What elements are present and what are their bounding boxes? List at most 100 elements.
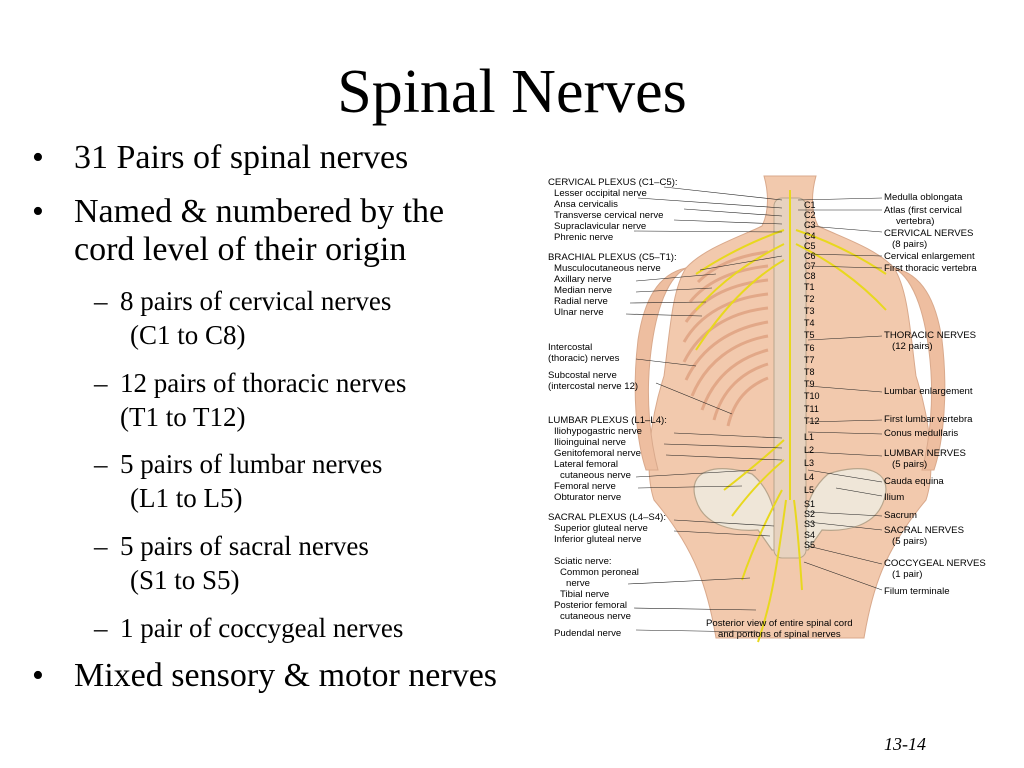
label-subcostal-2: (intercostal nerve 12)	[548, 381, 639, 392]
vertebra-label: C5	[804, 240, 816, 251]
label-pudendal: Pudendal nerve	[554, 628, 622, 639]
label-inferior-gluteal: Inferior gluteal nerve	[554, 534, 642, 545]
label-posterior-femoral-1: Posterior femoral	[554, 600, 628, 611]
vertebra-label: L2	[804, 445, 815, 456]
label-iliohypogastric: Iliohypogastric nerve	[554, 426, 642, 437]
ribs	[682, 250, 769, 427]
label-musculocutaneous: Musculocutaneous nerve	[554, 263, 661, 274]
spinal-nerves-illustration: CERVICAL PLEXUS (C1–C5): Lesser occipita…	[546, 170, 1006, 646]
label-filum-terminale: Filum terminale	[884, 586, 950, 597]
vertebra-label: C7	[804, 261, 816, 272]
figure-caption-line2: and portions of spinal nerves	[718, 629, 841, 640]
sub-bullet-item: – 5 pairs of lumbar nerves (L1 to L5)	[94, 447, 500, 515]
vertebra-label: T3	[804, 306, 815, 317]
vertebra-label: S3	[804, 519, 816, 530]
vertebra-label: L1	[804, 432, 815, 443]
dash-glyph: –	[94, 531, 108, 561]
label-lateral-femoral-2: cutaneous nerve	[560, 470, 631, 481]
vertebra-label: T7	[804, 354, 815, 365]
label-first-thoracic: First thoracic vertebra	[884, 263, 977, 274]
label-intercostal-1: Intercostal	[548, 342, 593, 353]
vertebra-label: T8	[804, 367, 815, 378]
label-first-lumbar: First lumbar vertebra	[884, 414, 973, 425]
vertebra-label: T9	[804, 379, 815, 390]
vertebra-label: S1	[804, 499, 816, 510]
slide-title: Spinal Nerves	[337, 58, 687, 126]
bullet-item: • 31 Pairs of spinal nerves	[32, 139, 574, 177]
sub-bullet-text: 8 pairs of cervical nerves	[120, 286, 392, 316]
label-axillary: Axillary nerve	[554, 274, 612, 285]
slide-number: 13-14	[884, 734, 926, 754]
label-intercostal-2: (thoracic) nerves	[548, 353, 620, 364]
label-lumbar-enlargement: Lumbar enlargement	[884, 386, 973, 397]
sub-bullet-text: 12 pairs of thoracic nerves	[120, 368, 407, 398]
label-lumbar-nerves-2: (5 pairs)	[892, 459, 928, 470]
label-lumbar-nerves-1: LUMBAR NERVES	[884, 448, 966, 459]
label-radial: Radial nerve	[554, 296, 608, 307]
vertebra-label: L4	[804, 471, 815, 482]
label-median: Median nerve	[554, 285, 613, 296]
sub-bullet-item: – 5 pairs of sacral nerves (S1 to S5)	[94, 529, 500, 597]
label-subcostal-1: Subcostal nerve	[548, 370, 617, 381]
left-arm	[634, 267, 687, 471]
bullet-text: cord level of their origin	[74, 231, 407, 268]
vertebra-label: T11	[804, 403, 819, 414]
sub-bullet-range: (L1 to L5)	[130, 483, 243, 513]
label-sacral-plexus: SACRAL PLEXUS (L4–S4):	[548, 512, 667, 523]
bullet-text: Named & numbered by the	[74, 193, 445, 230]
bullet-glyph: •	[32, 657, 44, 694]
sub-bullet-text: 1 pair of coccygeal nerves	[120, 613, 404, 643]
label-coccygeal-nerves-1: COCCYGEAL NERVES	[884, 558, 986, 569]
label-lumbar-plexus: LUMBAR PLEXUS (L1–L4):	[548, 415, 667, 426]
label-thoracic-nerves-1: THORACIC NERVES	[884, 330, 977, 341]
label-brachial-plexus: BRACHIAL PLEXUS (C5–T1):	[548, 252, 677, 263]
right-leader-lines	[797, 197, 883, 591]
bullet-item: • Named & numbered by the cord level of …	[32, 193, 574, 269]
label-cervical-nerves-1: CERVICAL NERVES	[884, 228, 974, 239]
vertebra-label: T10	[804, 391, 820, 402]
label-lateral-femoral-1: Lateral femoral	[554, 459, 618, 470]
label-cervical-nerves-2: (8 pairs)	[892, 239, 928, 250]
bullet-list: • 31 Pairs of spinal nerves • Named & nu…	[32, 139, 574, 694]
dash-glyph: –	[94, 449, 108, 479]
label-cervical-plexus: CERVICAL PLEXUS (C1–C5):	[548, 177, 678, 188]
label-sacral-nerves-2: (5 pairs)	[892, 536, 928, 547]
vertebra-label: T6	[804, 342, 815, 353]
vertebra-label: S5	[804, 539, 816, 550]
vertebra-label: T12	[804, 415, 820, 426]
vertebra-label: C6	[804, 251, 816, 262]
vertebra-label: C3	[804, 220, 816, 231]
label-common-peroneal-1: Common peroneal	[560, 567, 639, 578]
label-transverse-cervical: Transverse cervical nerve	[554, 210, 664, 221]
label-supraclavicular: Supraclavicular nerve	[554, 221, 647, 232]
right-arm	[893, 267, 946, 471]
pelvis	[693, 468, 887, 551]
vertebra-label: C8	[804, 271, 816, 282]
vertebra-label: T2	[804, 293, 815, 304]
label-common-peroneal-2: nerve	[566, 578, 590, 589]
label-medulla: Medulla oblongata	[884, 192, 963, 203]
vertebra-label-column: C1 C2 C3 C4 C5 C6 C7 C8 T1 T2 T3 T4 T5 T…	[804, 200, 820, 550]
sub-bullet-item: – 12 pairs of thoracic nerves (T1 to T12…	[94, 366, 500, 434]
label-sacral-nerves-1: SACRAL NERVES	[884, 525, 964, 536]
bullet-text: 31 Pairs of spinal nerves	[74, 139, 409, 176]
label-femoral: Femoral nerve	[554, 481, 616, 492]
label-superior-gluteal: Superior gluteal nerve	[554, 523, 648, 534]
label-ilium: Ilium	[884, 492, 905, 503]
label-ansa-cervicalis: Ansa cervicalis	[554, 199, 618, 210]
figure-caption-line1: Posterior view of entire spinal cord	[706, 618, 853, 629]
label-posterior-femoral-2: cutaneous nerve	[560, 611, 631, 622]
label-lesser-occipital: Lesser occipital nerve	[554, 188, 647, 199]
label-thoracic-nerves-2: (12 pairs)	[892, 341, 933, 352]
label-genitofemoral: Genitofemoral nerve	[554, 448, 641, 459]
vertebra-label: L3	[804, 458, 815, 469]
bullet-glyph: •	[32, 139, 44, 176]
label-sacrum: Sacrum	[884, 510, 918, 521]
vertebra-label: S4	[804, 529, 816, 540]
bullet-text: Mixed sensory & motor nerves	[74, 657, 498, 694]
dash-glyph: –	[94, 613, 108, 643]
label-ilioinguinal: Ilioinguinal nerve	[554, 437, 626, 448]
label-tibial: Tibial nerve	[560, 589, 610, 600]
vertebra-label: C1	[804, 200, 816, 210]
